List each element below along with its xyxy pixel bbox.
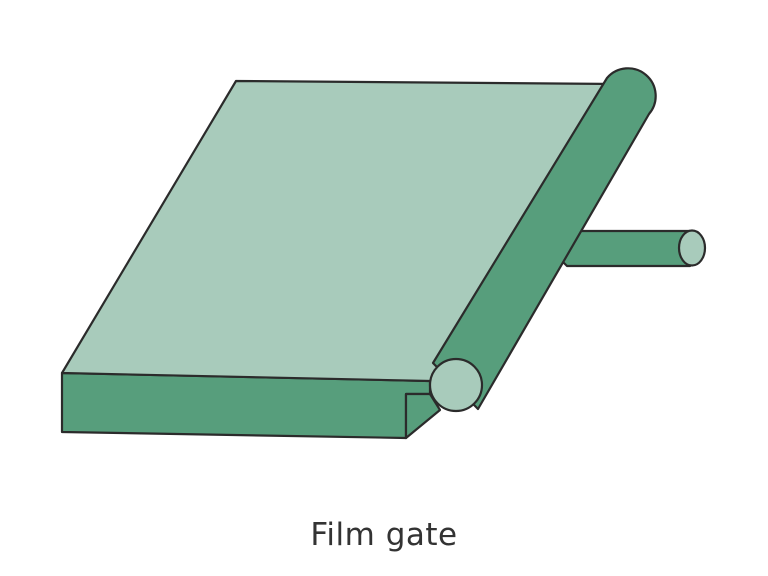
- diagram-caption: Film gate: [310, 517, 458, 553]
- runner-end-cap: [428, 357, 484, 413]
- sprue-end: [677, 229, 707, 267]
- gate-lip: [404, 392, 442, 440]
- plate-front-face: [60, 371, 432, 440]
- cylinder-runner: [431, 67, 657, 411]
